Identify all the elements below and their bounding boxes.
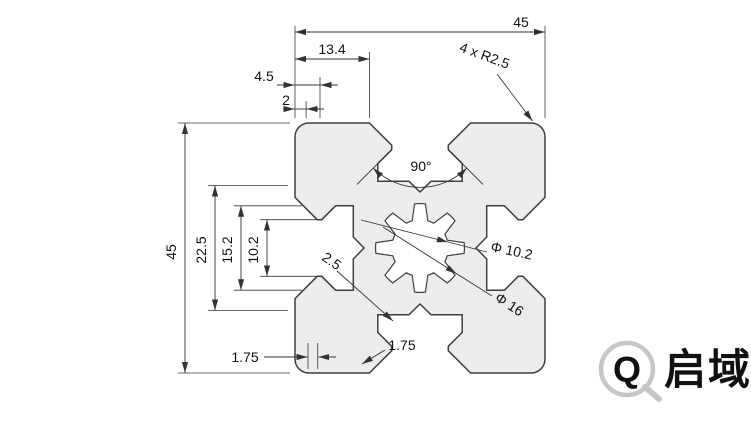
dim-2-label: 2 bbox=[282, 92, 290, 108]
dim-lip-2-5-label: 2.5 bbox=[319, 249, 344, 273]
dim-top-45: 45 bbox=[294, 14, 546, 118]
dim-15-2-label: 15.2 bbox=[219, 236, 235, 263]
center-bore bbox=[374, 202, 466, 294]
dim-bore-dia-label: Φ 10.2 bbox=[489, 238, 534, 262]
dim-22-5-label: 22.5 bbox=[193, 236, 209, 263]
dim-13-4-label: 13.4 bbox=[318, 41, 345, 57]
dim-left-45-label: 45 bbox=[163, 244, 179, 260]
watermark-logo-tail-icon bbox=[642, 384, 662, 402]
dim-corner-radius: 4 x R2.5 bbox=[457, 39, 533, 122]
dim-angle-90-label: 90° bbox=[410, 158, 431, 174]
dim-angle-90: 90° bbox=[356, 149, 484, 188]
dim-wall-1-75-mid: 1.75 bbox=[361, 337, 416, 365]
profile-cross-section bbox=[294, 122, 546, 374]
watermark: Q 启域 bbox=[598, 340, 751, 402]
dim-22-5: 22.5 bbox=[193, 185, 288, 311]
dim-4-5-label: 4.5 bbox=[254, 68, 274, 84]
watermark-logo-ring-icon bbox=[598, 340, 656, 398]
dim-left-45: 45 bbox=[163, 122, 290, 374]
dim-wall-1-75-left: 1.75 bbox=[231, 343, 336, 369]
dim-corner-radius-label: 4 x R2.5 bbox=[457, 39, 512, 72]
dim-10-2: 10.2 bbox=[245, 219, 322, 277]
dim-15-2: 15.2 bbox=[219, 205, 302, 291]
dim-13-4: 13.4 bbox=[295, 41, 370, 118]
watermark-brand: 启域 bbox=[664, 346, 751, 393]
dim-2: 2 bbox=[282, 92, 324, 118]
dim-wall-1-75-mid-label: 1.75 bbox=[388, 337, 415, 353]
dim-wall-1-75-left-label: 1.75 bbox=[231, 349, 258, 365]
dim-top-45-label: 45 bbox=[513, 14, 529, 30]
dim-10-2-label: 10.2 bbox=[245, 236, 261, 263]
watermark-logo-letter: Q bbox=[613, 349, 641, 390]
dim-4-5: 4.5 bbox=[254, 68, 338, 118]
